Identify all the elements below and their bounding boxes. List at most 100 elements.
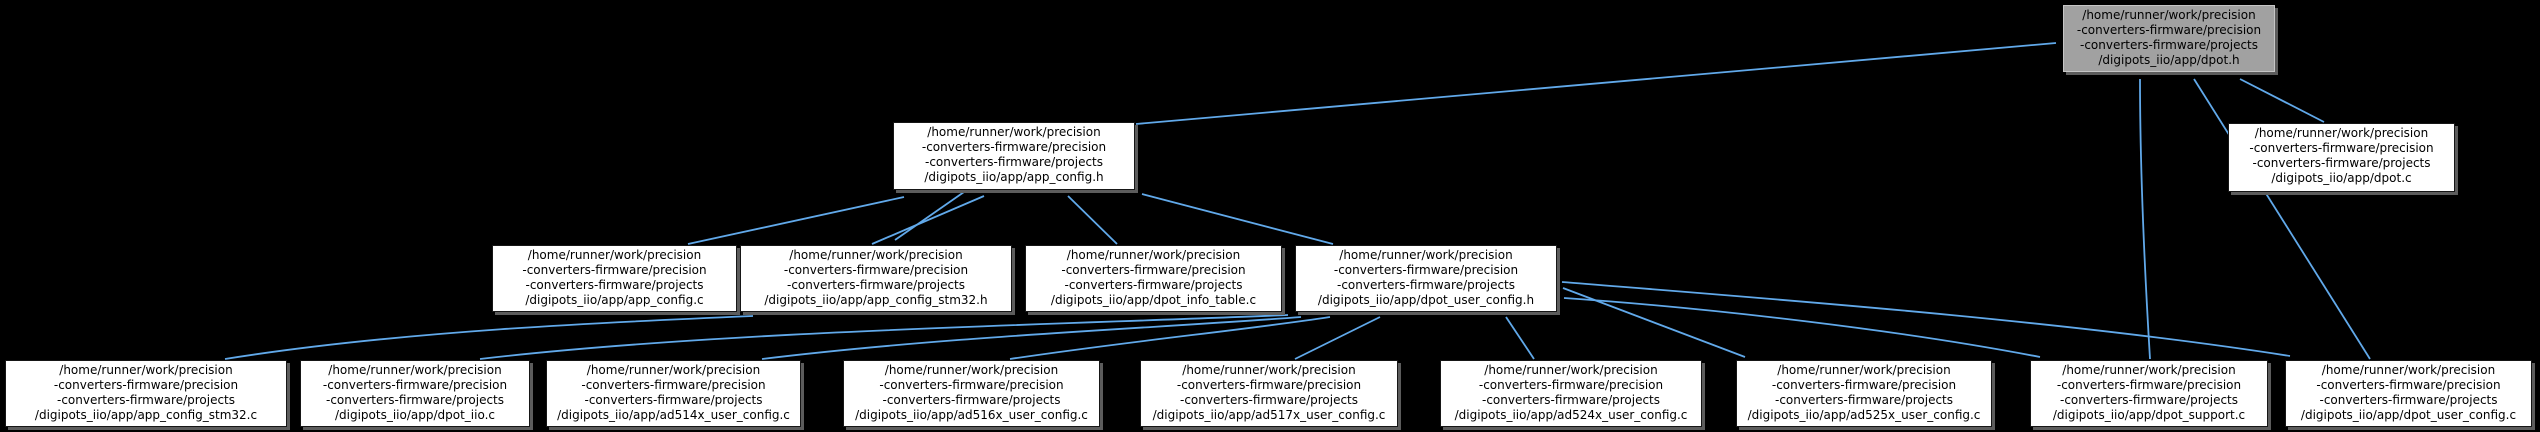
graph-node-ad516x-user-config-c[interactable]: /home/runner/work/precision-converters-f… [843,360,1100,427]
node-path-line: /home/runner/work/precision [1777,363,1951,377]
node-path-line: /home/runner/work/precision [527,248,702,262]
node-file-line: /digipots_iio/app/ad524x_user_config.c [1454,408,1688,422]
node-file-line: /digipots_iio/app/dpot_user_config.h [1317,293,1535,307]
node-path-line: -converters-firmware/projects [1179,393,1359,407]
graph-node-app-config-stm32-c[interactable]: /home/runner/work/precision-converters-f… [5,360,287,427]
edge-app-config-h-to-dpot-h [1135,42,2057,125]
graph-node-dpot-support-c[interactable]: /home/runner/work/precision-converters-f… [2030,360,2268,427]
edge-dpot-user-config-h-to-app-config-h [1141,193,1334,245]
node-path-line: -converters-firmware/precision [1478,378,1664,392]
node-path-line: -converters-firmware/projects [786,278,966,292]
graph-node-app-config-stm32-h[interactable]: /home/runner/work/precision-converters-f… [740,245,1012,312]
node-file-line: /digipots_iio/app/app_config_stm32.h [764,293,988,307]
graph-node-ad524x-user-config-c[interactable]: /home/runner/work/precision-converters-f… [1440,360,1702,427]
node-path-line: /home/runner/work/precision [586,363,761,377]
node-file-line: /digipots_iio/app/ad516x_user_config.c [855,408,1088,422]
node-path-line: /home/runner/work/precision [789,248,963,262]
node-path-line: -converters-firmware/projects [882,393,1061,407]
node-path-line: -converters-firmware/projects [2079,38,2259,52]
node-path-line: -converters-firmware/precision [1771,378,1957,392]
edge-dpot-c-to-dpot-h [2239,78,2325,123]
node-path-line: -converters-firmware/precision [879,378,1064,392]
node-path-line: /home/runner/work/precision [1339,248,1513,262]
node-file-line: /digipots_iio/app/app_config.h [924,170,1104,184]
graph-node-app-config-c[interactable]: /home/runner/work/precision-converters-f… [492,245,737,312]
edge-app-config-stm32-h-to-app-config-h [871,195,985,245]
node-path-line: -converters-firmware/projects [1064,278,1243,292]
node-file-line: /digipots_iio/app/ad525x_user_config.c [1747,408,1981,422]
node-path-line: /home/runner/work/precision [1182,363,1356,377]
node-path-line: /home/runner/work/precision [2321,363,2496,377]
node-path-line: -converters-firmware/projects [525,278,704,292]
node-path-line: -converters-firmware/precision [581,378,766,392]
graph-node-dpot-c[interactable]: /home/runner/work/precision-converters-f… [2228,123,2455,192]
node-path-line: -converters-firmware/projects [924,155,1104,169]
node-path-line: -converters-firmware/projects [2252,156,2431,170]
node-path-line: -converters-firmware/projects [1481,393,1661,407]
node-path-line: -converters-firmware/projects [1336,278,1516,292]
node-path-line: -converters-firmware/projects [325,393,505,407]
node-file-line: /digipots_iio/app/app_config.c [525,293,704,307]
node-file-line: /digipots_iio/app/dpot.h [2098,53,2240,67]
graph-node-dpot-h[interactable]: /home/runner/work/precision-converters-f… [2063,5,2275,72]
node-file-line: /digipots_iio/app/dpot_support.c [2052,408,2246,422]
node-path-line: -converters-firmware/precision [783,263,969,277]
node-path-line: -converters-firmware/precision [2249,141,2434,155]
node-file-line: /digipots_iio/app/dpot_info_table.c [1050,293,1257,307]
graph-node-ad514x-user-config-c[interactable]: /home/runner/work/precision-converters-f… [546,360,801,427]
graph-node-dpot-info-table-c[interactable]: /home/runner/work/precision-converters-f… [1025,245,1282,312]
node-path-line: -converters-firmware/projects [2059,393,2239,407]
graph-node-ad517x-user-config-c[interactable]: /home/runner/work/precision-converters-f… [1140,360,1398,427]
node-path-line: -converters-firmware/precision [2076,23,2262,37]
node-path-line: /home/runner/work/precision [884,363,1059,377]
edge-dpot-info-table-c-to-app-config-h [1067,195,1118,245]
edge-app-config-stm32-c-to-app-config-stm32-h [224,315,754,360]
graph-node-dpot-iio-c[interactable]: /home/runner/work/precision-converters-f… [300,360,530,427]
node-path-line: -converters-firmware/precision [53,378,239,392]
node-path-line: -converters-firmware/precision [522,263,707,277]
node-path-line: /home/runner/work/precision [1066,248,1241,262]
node-path-line: -converters-firmware/precision [322,378,508,392]
node-path-line: -converters-firmware/projects [584,393,763,407]
edge-ad514x-user-config-c-to-dpot-user-config-h [761,316,1302,360]
node-path-line: /home/runner/work/precision [2062,363,2236,377]
node-path-line: -converters-firmware/precision [1176,378,1362,392]
edge-app-config-h-to-app-config-stm32-h [894,191,965,241]
node-path-line: /home/runner/work/precision [2082,8,2256,22]
node-path-line: -converters-firmware/projects [2319,393,2498,407]
node-path-line: /home/runner/work/precision [2254,126,2429,140]
node-path-line: -converters-firmware/precision [2056,378,2242,392]
graph-node-app-config-h[interactable]: /home/runner/work/precision-converters-f… [893,122,1135,190]
node-path-line: -converters-firmware/precision [921,140,1107,154]
edge-ad517x-user-config-c-to-dpot-user-config-h [1294,316,1381,360]
node-path-line: -converters-firmware/precision [1333,263,1519,277]
edge-dpot-user-config-c-to-dpot-user-config-h [1561,281,2291,357]
node-path-line: /home/runner/work/precision [1484,363,1658,377]
graph-edges [224,42,2371,360]
node-file-line: /digipots_iio/app/dpot_user_config.c [2300,408,2517,422]
edge-app-config-c-to-app-config-h [687,196,905,245]
node-path-line: -converters-firmware/projects [1774,393,1954,407]
node-file-line: /digipots_iio/app/ad514x_user_config.c [557,408,790,422]
graph-node-dpot-user-config-c[interactable]: /home/runner/work/precision -converters-f… [2285,360,2532,427]
node-file-line: /digipots_iio/app/dpot.c [2271,171,2412,185]
node-file-line: /digipots_iio/app/ad517x_user_config.c [1152,408,1386,422]
edge-dpot-iio-c-to-dpot-user-config-h [479,314,1289,360]
node-file-line: /digipots_iio/app/dpot_iio.c [334,408,496,422]
edge-dpot-user-config-c-to-dpot-h [2193,78,2371,360]
node-file-line: /digipots_iio/app/app_config_stm32.c [34,408,258,422]
node-path-line: /home/runner/work/precision [328,363,502,377]
node-path-line: /home/runner/work/precision [59,363,233,377]
graph-node-ad525x-user-config-c[interactable]: /home/runner/work/precision-converters-f… [1736,360,1992,427]
node-path-line: -converters-firmware/projects [56,393,236,407]
edge-ad516x-user-config-c-to-dpot-user-config-h [1009,316,1331,360]
node-path-line: /home/runner/work/precision [927,125,1101,139]
graph-node-dpot-user-config-h[interactable]: /home/runner/work/precision-converters-f… [1295,245,1557,312]
node-path-line: -converters-firmware/precision [1061,263,1246,277]
edge-dpot-support-c-to-dpot-h [2139,78,2151,360]
edge-dpot-support-c-to-dpot-user-config-h [1563,297,2041,358]
edge-ad524x-user-config-c-to-dpot-user-config-h [1505,316,1535,360]
